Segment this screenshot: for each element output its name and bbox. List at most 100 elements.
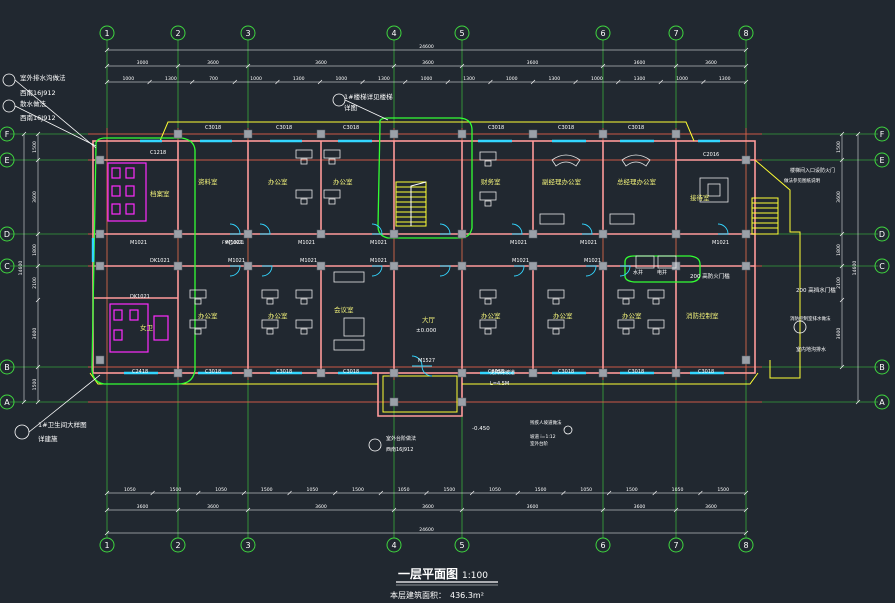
grid-bubble-A: A: [874, 394, 890, 410]
door-swing: [585, 265, 597, 277]
column: [243, 368, 253, 378]
dimension-text: 2100: [32, 277, 38, 289]
sofa: [609, 213, 635, 225]
dimension-text: 3600: [705, 504, 717, 510]
dimension-text: 3600: [634, 60, 646, 66]
sofa: [539, 213, 565, 225]
desk-chair: [295, 319, 313, 335]
column: [528, 368, 538, 378]
room-office-4: 办公室: [268, 311, 288, 320]
note-fire-door: 楼梯间入口设防火门: [790, 167, 835, 174]
door-swing: [229, 265, 241, 277]
dimension-text: 1300: [378, 76, 390, 82]
grid-bubble-label: 2: [175, 541, 180, 550]
column: [243, 261, 253, 271]
dimension-text: 1500: [717, 487, 729, 493]
door-swing: [619, 265, 631, 277]
column: [389, 368, 399, 378]
dimension-text: 700: [209, 76, 218, 82]
room-archive: 资料室: [198, 177, 218, 186]
grid-bubble-2: 2: [170, 537, 186, 553]
dimension-text: 3600: [137, 504, 149, 510]
dimension-text: 3600: [32, 328, 38, 340]
note-stair: 1#楼梯详见楼梯: [344, 92, 393, 101]
dimension-text: 1300: [634, 76, 646, 82]
note-sill-fire: 200 高防火门槛: [690, 272, 730, 280]
note-fire-door-2: 做法参见图纸说明: [784, 177, 820, 184]
title-scale: 1:100: [462, 571, 488, 581]
column: [598, 261, 608, 271]
grid-bubble-D: D: [0, 226, 15, 242]
grid-bubble-label: 1: [104, 29, 109, 38]
room-gm: 总经理办公室: [617, 177, 657, 186]
window-code: C2418: [132, 369, 148, 375]
lobby-elevation: ±0.000: [416, 328, 437, 334]
door-swing: [581, 223, 593, 235]
cloud-toilet: [91, 137, 196, 385]
opening-codes: C3018 C3018 C3018 C3018 C3018 C3018 C121…: [130, 125, 729, 375]
door-code: M1021: [228, 258, 245, 264]
grid-bubble-5: 5: [454, 537, 470, 553]
column: [243, 129, 253, 139]
column: [95, 261, 105, 271]
column: [95, 355, 105, 365]
room-office-7: 办公室: [622, 311, 642, 320]
dimension-text: 3600: [836, 328, 842, 340]
grid-bubble-label: C: [4, 262, 10, 271]
door-code: M1021: [512, 258, 529, 264]
dimension-text: 24600: [419, 44, 434, 50]
grid-bubble-label: 8: [743, 541, 748, 550]
column: [173, 368, 183, 378]
grid-bubble-1: 1: [99, 25, 115, 41]
window-code: C3018: [276, 125, 292, 131]
windows: [91, 139, 724, 375]
grid-bubble-label: 6: [600, 541, 605, 550]
grid-bubble-label: A: [4, 398, 10, 407]
note-toilet: 1#卫生间大样图: [38, 420, 87, 429]
dimension-text: 1500: [535, 487, 547, 493]
room-office-1: 办公室: [268, 177, 288, 186]
grid-bubble-label: 1: [104, 541, 109, 550]
grid-bubble-D: D: [874, 226, 890, 242]
dimension-text: 1300: [548, 76, 560, 82]
dimension-text: 1300: [463, 76, 475, 82]
grid-bubble-label: 4: [391, 541, 396, 550]
column: [598, 368, 608, 378]
desk-chair: [189, 319, 207, 335]
grid-bubble-3: 3: [240, 537, 256, 553]
door-code: DK1021: [150, 258, 170, 264]
dimension-text: 1800: [836, 244, 842, 256]
grid-bubble-4: 4: [386, 537, 402, 553]
room-office-3: 办公室: [198, 311, 218, 320]
executive-desk: [551, 154, 581, 167]
column: [741, 155, 751, 165]
grid-bubble-7: 7: [668, 537, 684, 553]
note-control-drain: 消防控制室排水做法: [790, 315, 831, 322]
room-finance: 财务室: [481, 177, 501, 186]
grid-bubble-label: B: [879, 363, 885, 372]
corridor-elevation: -0.450: [472, 426, 490, 432]
window-code: C3018: [205, 125, 221, 131]
note-sill-water: 200 高挡水门槛: [796, 286, 836, 294]
grid-bubble-E: E: [874, 152, 890, 168]
column: [457, 229, 467, 239]
note-floor-drain: 室内地沟排水: [796, 346, 826, 353]
note-stair-2: 详图: [344, 103, 357, 112]
executive-desk: [621, 154, 651, 167]
door-swing: [511, 223, 523, 235]
shaft-box: [657, 255, 677, 269]
grid-bubble-label: E: [4, 156, 9, 165]
cloud-shaft: [624, 255, 701, 283]
grid-bubble-C: C: [0, 258, 15, 274]
door-code: M1021: [226, 240, 243, 246]
grid-bubble-label: D: [879, 230, 885, 239]
window-code: C3018: [343, 125, 359, 131]
desk-chair: [547, 319, 565, 335]
door-swing: [439, 223, 451, 235]
desk-chair: [617, 289, 635, 305]
desk-chair: [295, 289, 313, 305]
note-ramp-4: L=4.5M: [490, 381, 509, 387]
stair-1: [395, 181, 427, 227]
dimension-text: 3600: [315, 504, 327, 510]
column: [316, 368, 326, 378]
